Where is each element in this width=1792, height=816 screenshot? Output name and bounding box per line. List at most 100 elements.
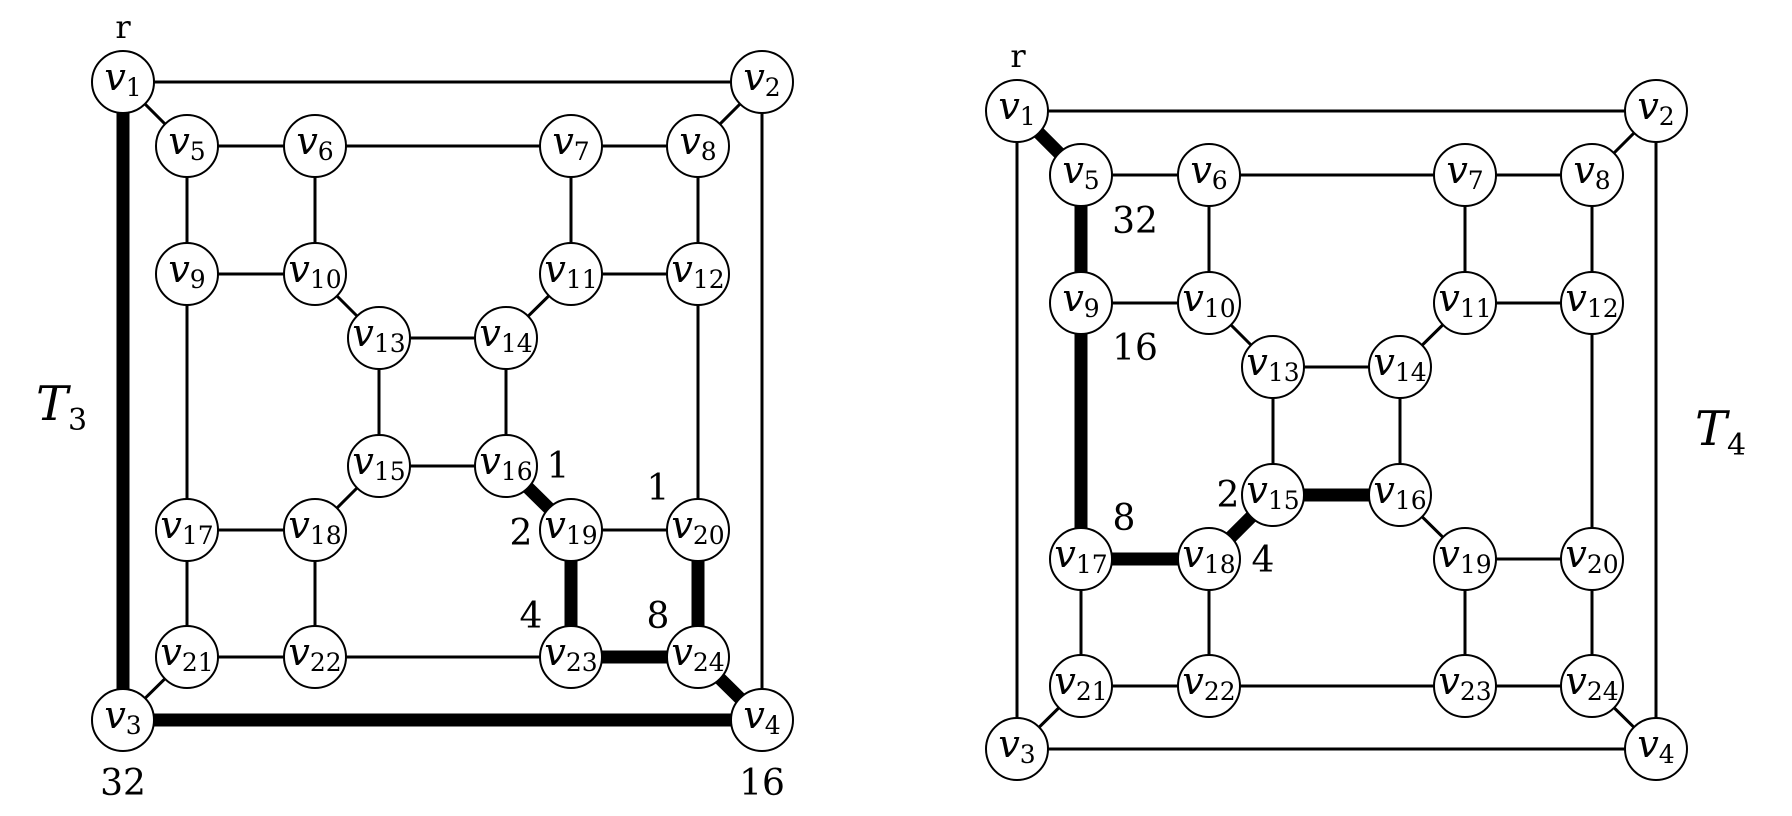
weight-label: 32 bbox=[100, 763, 146, 804]
node-index: 2 bbox=[1659, 102, 1675, 131]
node-index: 15 bbox=[1268, 486, 1300, 515]
node-index: 8 bbox=[701, 137, 717, 166]
node-v6: v6 bbox=[283, 114, 347, 178]
node-index: 14 bbox=[1395, 358, 1427, 387]
weight-label: 4 bbox=[1252, 540, 1275, 581]
node-v7: v7 bbox=[1433, 143, 1497, 207]
node-v1: v1 bbox=[985, 79, 1049, 143]
node-circle bbox=[1560, 527, 1624, 591]
node-v12: v12 bbox=[666, 242, 730, 306]
node-circle bbox=[1624, 717, 1688, 781]
node-circle bbox=[985, 79, 1049, 143]
node-index: 6 bbox=[318, 137, 334, 166]
node-circle bbox=[1433, 654, 1497, 718]
weight-label: 32 bbox=[1112, 201, 1158, 242]
node-index: 18 bbox=[310, 521, 342, 550]
node-circle bbox=[1368, 335, 1432, 399]
node-v10: v10 bbox=[283, 242, 347, 306]
node-v5: v5 bbox=[1049, 143, 1113, 207]
node-v14: v14 bbox=[474, 306, 538, 370]
node-index: 18 bbox=[1204, 550, 1236, 579]
weight-label: 16 bbox=[739, 763, 785, 804]
weight-label: 2 bbox=[510, 513, 533, 554]
node-v12: v12 bbox=[1560, 271, 1624, 335]
node-circle bbox=[1433, 527, 1497, 591]
node-circle bbox=[1560, 654, 1624, 718]
node-index: 5 bbox=[1084, 166, 1100, 195]
node-v20: v20 bbox=[666, 498, 730, 562]
node-index: 12 bbox=[693, 265, 725, 294]
node-v2: v2 bbox=[1624, 79, 1688, 143]
node-v22: v22 bbox=[283, 625, 347, 689]
node-v3: v3 bbox=[985, 717, 1049, 781]
node-v7: v7 bbox=[539, 114, 603, 178]
node-index: 20 bbox=[1587, 550, 1619, 579]
node-v4: v4 bbox=[730, 688, 794, 752]
node-circle bbox=[985, 717, 1049, 781]
node-label: v10 bbox=[288, 247, 341, 294]
node-v8: v8 bbox=[1560, 143, 1624, 207]
node-index: 19 bbox=[1460, 550, 1492, 579]
tree-label-sub: 3 bbox=[68, 403, 87, 438]
node-index: 9 bbox=[1084, 294, 1100, 323]
node-index: 19 bbox=[566, 521, 598, 550]
node-index: 24 bbox=[1587, 677, 1619, 706]
tree-label-main: T bbox=[1695, 401, 1730, 457]
node-circle bbox=[1049, 654, 1113, 718]
node-v2: v2 bbox=[730, 50, 794, 114]
weight-label: 4 bbox=[520, 596, 543, 637]
tree-label-main: T bbox=[36, 376, 71, 432]
node-v9: v9 bbox=[155, 242, 219, 306]
node-index: 11 bbox=[1460, 294, 1492, 323]
weight-label: 16 bbox=[1112, 328, 1158, 369]
tree-label-sub: 4 bbox=[1727, 428, 1746, 463]
node-index: 10 bbox=[310, 265, 342, 294]
node-label: v9 bbox=[168, 247, 205, 294]
node-index: 15 bbox=[374, 457, 406, 486]
node-v20: v20 bbox=[1560, 527, 1624, 591]
node-index: 16 bbox=[501, 457, 533, 486]
node-v16: v16 bbox=[1368, 463, 1432, 527]
node-circle bbox=[155, 625, 219, 689]
node-circle bbox=[1433, 271, 1497, 335]
node-v16: v16 bbox=[474, 434, 538, 498]
node-circle bbox=[283, 625, 347, 689]
node-index: 16 bbox=[1395, 486, 1427, 515]
node-index: 17 bbox=[182, 521, 214, 550]
node-v15: v15 bbox=[1241, 463, 1305, 527]
node-index: 13 bbox=[1268, 358, 1300, 387]
node-v24: v24 bbox=[666, 625, 730, 689]
node-circle bbox=[283, 498, 347, 562]
node-circle bbox=[1177, 654, 1241, 718]
weight-label: 1 bbox=[647, 468, 670, 509]
node-circle bbox=[730, 688, 794, 752]
node-v17: v17 bbox=[155, 498, 219, 562]
node-circle bbox=[1241, 335, 1305, 399]
node-circle bbox=[347, 434, 411, 498]
node-index: 1 bbox=[1020, 102, 1036, 131]
node-index: 4 bbox=[765, 711, 781, 740]
node-v19: v19 bbox=[539, 498, 603, 562]
node-circle bbox=[539, 625, 603, 689]
node-circle bbox=[474, 434, 538, 498]
node-v23: v23 bbox=[1433, 654, 1497, 718]
node-index: 9 bbox=[190, 265, 206, 294]
node-v6: v6 bbox=[1177, 143, 1241, 207]
node-index: 11 bbox=[566, 265, 598, 294]
node-circle bbox=[1049, 143, 1113, 207]
node-index: 7 bbox=[1468, 166, 1484, 195]
node-circle bbox=[155, 242, 219, 306]
node-index: 23 bbox=[1460, 677, 1492, 706]
node-circle bbox=[1624, 79, 1688, 143]
node-index: 17 bbox=[1076, 550, 1108, 579]
node-v8: v8 bbox=[666, 114, 730, 178]
node-v14: v14 bbox=[1368, 335, 1432, 399]
node-circle bbox=[1560, 271, 1624, 335]
node-index: 3 bbox=[1020, 740, 1036, 769]
node-label: v1 bbox=[998, 84, 1035, 131]
weight-label: 8 bbox=[1113, 498, 1136, 539]
node-circle bbox=[1177, 271, 1241, 335]
node-circle bbox=[155, 114, 219, 178]
